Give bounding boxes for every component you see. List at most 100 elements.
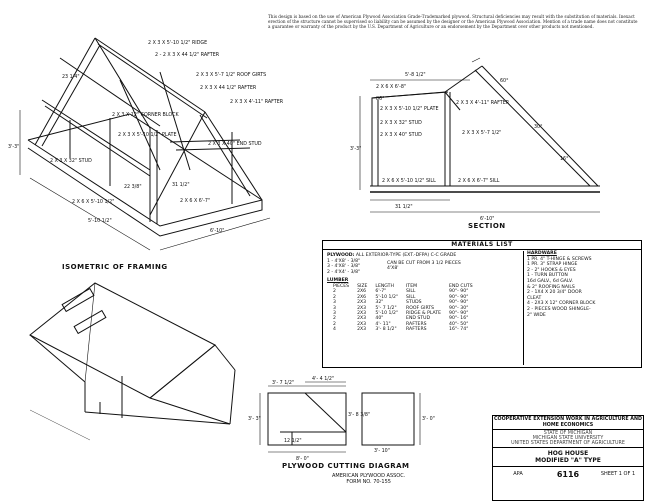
lumber-cell: RAFTERS [406, 327, 427, 333]
lumber-cell: 40" [375, 316, 384, 322]
lumber-cell: 90°- 90° [449, 294, 469, 300]
lumber-cell: SILL [406, 294, 416, 300]
title-block-agency: STATE OF MICHIGAN MICHIGAN STATE UNIVERS… [493, 430, 643, 449]
sec-width-1: 31 1/2" [395, 204, 413, 210]
sec-top2: 2 X 6 X 6'-8" [376, 84, 406, 90]
sec-rafter: 2 X 3 X 4'-11" RAFTER [456, 100, 510, 106]
lumber-cell: 3 [333, 300, 336, 306]
lumber-cell: 2 [333, 321, 336, 327]
title-block-usda: UNITED STATES DEPARTMENT OF AGRICULTURE [511, 441, 625, 447]
lumber-cell: 2X3 [357, 300, 367, 306]
lumber-cell: 90°- 90° [449, 300, 469, 306]
apa-mark: APA [513, 471, 523, 478]
sheet-number: SHEET 1 OF 1 [600, 471, 636, 478]
label-end-stud: 2 X 3 X 40" END STUD [208, 141, 262, 147]
lumber-cell: 32" [375, 300, 384, 306]
cut-dim-1: 3'- 7 1/2" [272, 380, 294, 386]
title-block-university: MICHIGAN STATE UNIVERSITY [532, 436, 604, 442]
hardware-item: 1 - TURN BUTTON [527, 273, 568, 279]
materials-left-column: PLYWOOD: ALL EXTERIOR-TYPE (EXT.-DFPA) C… [327, 253, 523, 333]
sec-top-dim: 5'-8 1/2" [405, 72, 426, 78]
hardware-item: 16d GALV., 6d GALV. [527, 278, 573, 284]
lumber-cell: 3 [333, 311, 336, 316]
lumber-cell: 2X3 [357, 327, 367, 333]
caption-section: SECTION [468, 222, 506, 230]
lumber-cell: 2X6 [357, 294, 367, 300]
hardware-item: 2 - PIECES WOOD SHINGLE- [527, 306, 591, 312]
cut-dim-8: 3'- 10" [374, 448, 390, 454]
hardware-item: 1 PR. 3" STRAP HINGE [527, 262, 578, 268]
label-stud: 2 X 3 X 32" STUD [50, 158, 92, 164]
cut-dim-7: 3'- 0" [422, 416, 435, 422]
lumber-cell: RIDGE & PLATE [406, 311, 442, 316]
plywood-cut-note: CAN BE CUT FROM 3 1/2 PIECES 4'X8' [387, 260, 461, 272]
sec-width-2: 6'-10" [480, 216, 494, 222]
plywood-line-1: 1 - 4'X8' - 3/8" [327, 258, 361, 264]
label-dim-c: 5'-10 1/2" [88, 218, 112, 224]
cut-dim-4: 3'- 3" [248, 416, 261, 422]
sec-x57: 2 X 3 X 5'-7 1/2" [462, 130, 501, 136]
label-rafter-1: 2 - 2 X 3 X 44 1/2" RAFTER [155, 52, 220, 58]
section-drawing [359, 57, 600, 213]
caption-isometric: ISOMETRIC OF FRAMING [62, 263, 168, 271]
isometric-framing-drawing [19, 37, 271, 251]
lumber-head: LUMBER [327, 278, 349, 284]
lumber-cell: 3 [333, 305, 336, 311]
hardware-item: 2" WIDE [527, 312, 546, 318]
hardware-item: & 2" ROOFING NAILS [527, 284, 575, 290]
lumber-cell: 2 [333, 289, 336, 295]
title-block-project: HOG HOUSE MODIFIED "A" TYPE [493, 448, 643, 468]
plywood-line-0: ALL EXTERIOR-TYPE (EXT.-DFPA) C-C GRADE [355, 253, 457, 258]
form-line-2: FORM NO. 70-155 [346, 479, 391, 485]
hardware-head: HARDWARE [527, 251, 557, 256]
cutting-diagram-drawing [259, 381, 421, 453]
sec-angle-60: 60° [500, 78, 509, 84]
plan-number: 6116 [556, 469, 580, 479]
lumber-cell: 4'- 11" [375, 321, 391, 327]
sec-angle-86: 86° [376, 96, 385, 102]
lumber-col-item: ITEM [406, 283, 418, 289]
lumber-cell: 3'- 8 1/2" [375, 327, 397, 333]
materials-list: MATERIALS LIST PLYWOOD: ALL EXTERIOR-TYP… [322, 240, 642, 368]
lumber-cell: RAFTERS [406, 321, 427, 327]
cut-dim-3: 3'- 8 3/8" [348, 412, 370, 418]
label-dim-g: 23 1/4" [62, 74, 80, 80]
label-corner-block: 2 X 3 X 12" CORNER BLOCK [112, 112, 179, 118]
sec-angle-16: 16° [560, 156, 569, 162]
disclaimer-text: This design is based on the use of Ameri… [268, 14, 638, 30]
hardware-item: CLEAT [527, 295, 542, 301]
lumber-col-endcuts: END CUTS [449, 283, 473, 289]
sec-sill-2: 2 X 6 X 6'-7" SILL [458, 178, 500, 184]
form-line-1: AMERICAN PLYWOOD ASSOC. [332, 473, 406, 479]
lumber-col-length: LENGTH [375, 283, 394, 289]
label-roof-girts: 2 X 3 X 5'-7 1/2" ROOF GIRTS [196, 72, 266, 78]
lumber-cell: 90°- 90° [449, 311, 469, 316]
cut-dim-5: 8'- 0" [296, 456, 309, 462]
lumber-cell: 2X3 [357, 311, 367, 316]
lumber-cell: 16°- 74° [449, 327, 469, 333]
lumber-cell: 90°- 90° [449, 289, 469, 295]
lumber-cell: 2X3 [357, 321, 367, 327]
lumber-cell: 2 [333, 316, 336, 322]
lumber-cell: 5'-10 1/2" [375, 311, 399, 316]
lumber-col-pieces: PIECES [333, 283, 350, 289]
hardware-item: 2 - 1X4 X 20 3/4" DOOR [527, 290, 582, 296]
plywood-line-2: 3 - 4'X8' - 3/8" [327, 264, 361, 270]
plywood-head: PLYWOOD: [327, 253, 355, 258]
lumber-cell: 2X6 [357, 289, 367, 295]
cut-dim-6: 12 1/2" [284, 438, 302, 444]
label-rafter-3: 2 X 3 X 4'-11" RAFTER [230, 99, 284, 105]
plywood-line-3: 2 - 4'X4' - 3/8" [327, 269, 361, 275]
lumber-cell: SILL [406, 289, 416, 295]
label-dim-f: 31 1/2" [172, 182, 190, 188]
hardware-item: 2 - 2" HOOKS & EYES [527, 267, 576, 273]
